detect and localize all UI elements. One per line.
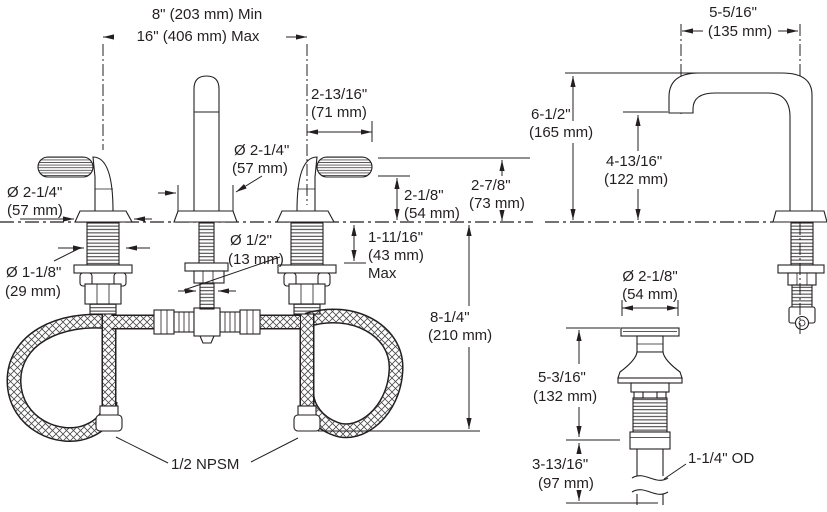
supply-hoses xyxy=(14,314,396,435)
left-valve-body xyxy=(84,283,122,305)
label-shank-dia-2: (29 mm) xyxy=(5,283,61,300)
label-spout-dia-2: (57 mm) xyxy=(232,160,288,177)
label-spout-shank-dia-1: Ø 1/2" xyxy=(230,232,272,249)
label-drain-body-1: 5-3/16" xyxy=(538,369,586,386)
drain-collar xyxy=(630,382,670,393)
label-reach-1: 5-5/16" xyxy=(709,4,757,21)
spout-body-front xyxy=(193,75,220,212)
left-handle-washer xyxy=(73,264,133,274)
left-handle-front xyxy=(37,156,133,315)
right-supply-connector xyxy=(293,405,321,432)
spout-profile-side xyxy=(668,72,813,211)
right-handle-front xyxy=(276,156,373,315)
label-handle-extent-2: (71 mm) xyxy=(311,104,367,121)
drain-flange-dome xyxy=(617,351,683,379)
spout-shank-thread xyxy=(198,222,215,264)
label-shank-dia-1: Ø 1-1/8" xyxy=(6,264,61,281)
spout-flange-side xyxy=(772,210,827,223)
label-deck-1: 1-11/16" xyxy=(368,229,423,246)
label-spread-min: 8" (203 mm) Min xyxy=(152,6,262,23)
left-handle-flange xyxy=(74,210,133,223)
label-drain-body-2: (132 mm) xyxy=(533,388,597,405)
label-handle-extent-1: 2-13/16" xyxy=(311,86,367,103)
right-handle-shank xyxy=(290,222,324,266)
label-spout-dia-1: Ø 2-1/4" xyxy=(234,142,289,159)
left-supply-connector xyxy=(95,405,123,432)
label-tail-od: 1-1/4" OD xyxy=(688,450,754,467)
spout-flange-front xyxy=(173,210,238,223)
spout-side xyxy=(668,24,827,334)
drain-assembly xyxy=(617,327,683,505)
right-valve-crimp xyxy=(293,303,321,315)
label-drain-dia-1: Ø 2-1/8" xyxy=(622,268,677,285)
label-grip-bottom-2: (54 mm) xyxy=(404,205,460,222)
left-handle-grip xyxy=(37,156,94,178)
label-outlet-h-2: (122 mm) xyxy=(604,171,668,188)
label-height-1: 6-1/2" xyxy=(531,106,571,123)
label-height-2: (165 mm) xyxy=(529,124,593,141)
drain-stopper-cap xyxy=(620,327,680,337)
label-drain-tail-2: (97 mm) xyxy=(538,475,594,492)
label-supply-len-1: 8-1/4" xyxy=(430,309,470,326)
label-drain-tail-1: 3-13/16" xyxy=(532,456,588,473)
label-supply-len-2: (210 mm) xyxy=(428,327,492,344)
drain-tailpiece xyxy=(636,449,664,476)
spout-washer xyxy=(184,262,229,272)
spout-shank-side xyxy=(790,222,814,266)
label-reach-2: (135 mm) xyxy=(708,23,772,40)
left-valve-crimp xyxy=(89,303,117,315)
label-grip-bottom-1: 2-1/8" xyxy=(404,187,444,204)
label-supply-thread: 1/2 NPSM xyxy=(171,456,239,473)
label-grip-top-1: 2-7/8" xyxy=(471,177,511,194)
right-valve-body xyxy=(288,283,326,305)
label-spread-max: 16" (406 mm) Max xyxy=(137,28,260,45)
left-handle-shank xyxy=(86,222,120,266)
right-handle-grip xyxy=(316,156,373,178)
tee-fitting xyxy=(153,307,261,344)
label-handle-dia-2: (57 mm) xyxy=(7,202,63,219)
label-spout-shank-dia-2: (13 mm) xyxy=(228,251,284,268)
dimension-labels: 8" (203 mm) Min 16" (406 mm) Max 2-13/16… xyxy=(5,4,772,492)
dimension-lines xyxy=(20,28,798,504)
left-handle-elbow xyxy=(92,156,114,212)
drain-threaded-body xyxy=(632,397,668,433)
label-deck-2: (43 mm) xyxy=(368,247,424,264)
right-handle-washer xyxy=(277,264,337,274)
label-deck-3: Max xyxy=(368,265,397,282)
pipe-break-symbol xyxy=(631,475,669,495)
label-grip-top-2: (73 mm) xyxy=(469,195,525,212)
label-handle-dia-1: Ø 2-1/4" xyxy=(7,184,62,201)
label-outlet-h-1: 4-13/16" xyxy=(606,153,662,170)
label-drain-dia-2: (54 mm) xyxy=(622,286,678,303)
drain-coupling xyxy=(629,431,671,450)
right-handle-flange xyxy=(276,210,335,223)
spout-front xyxy=(173,75,238,310)
